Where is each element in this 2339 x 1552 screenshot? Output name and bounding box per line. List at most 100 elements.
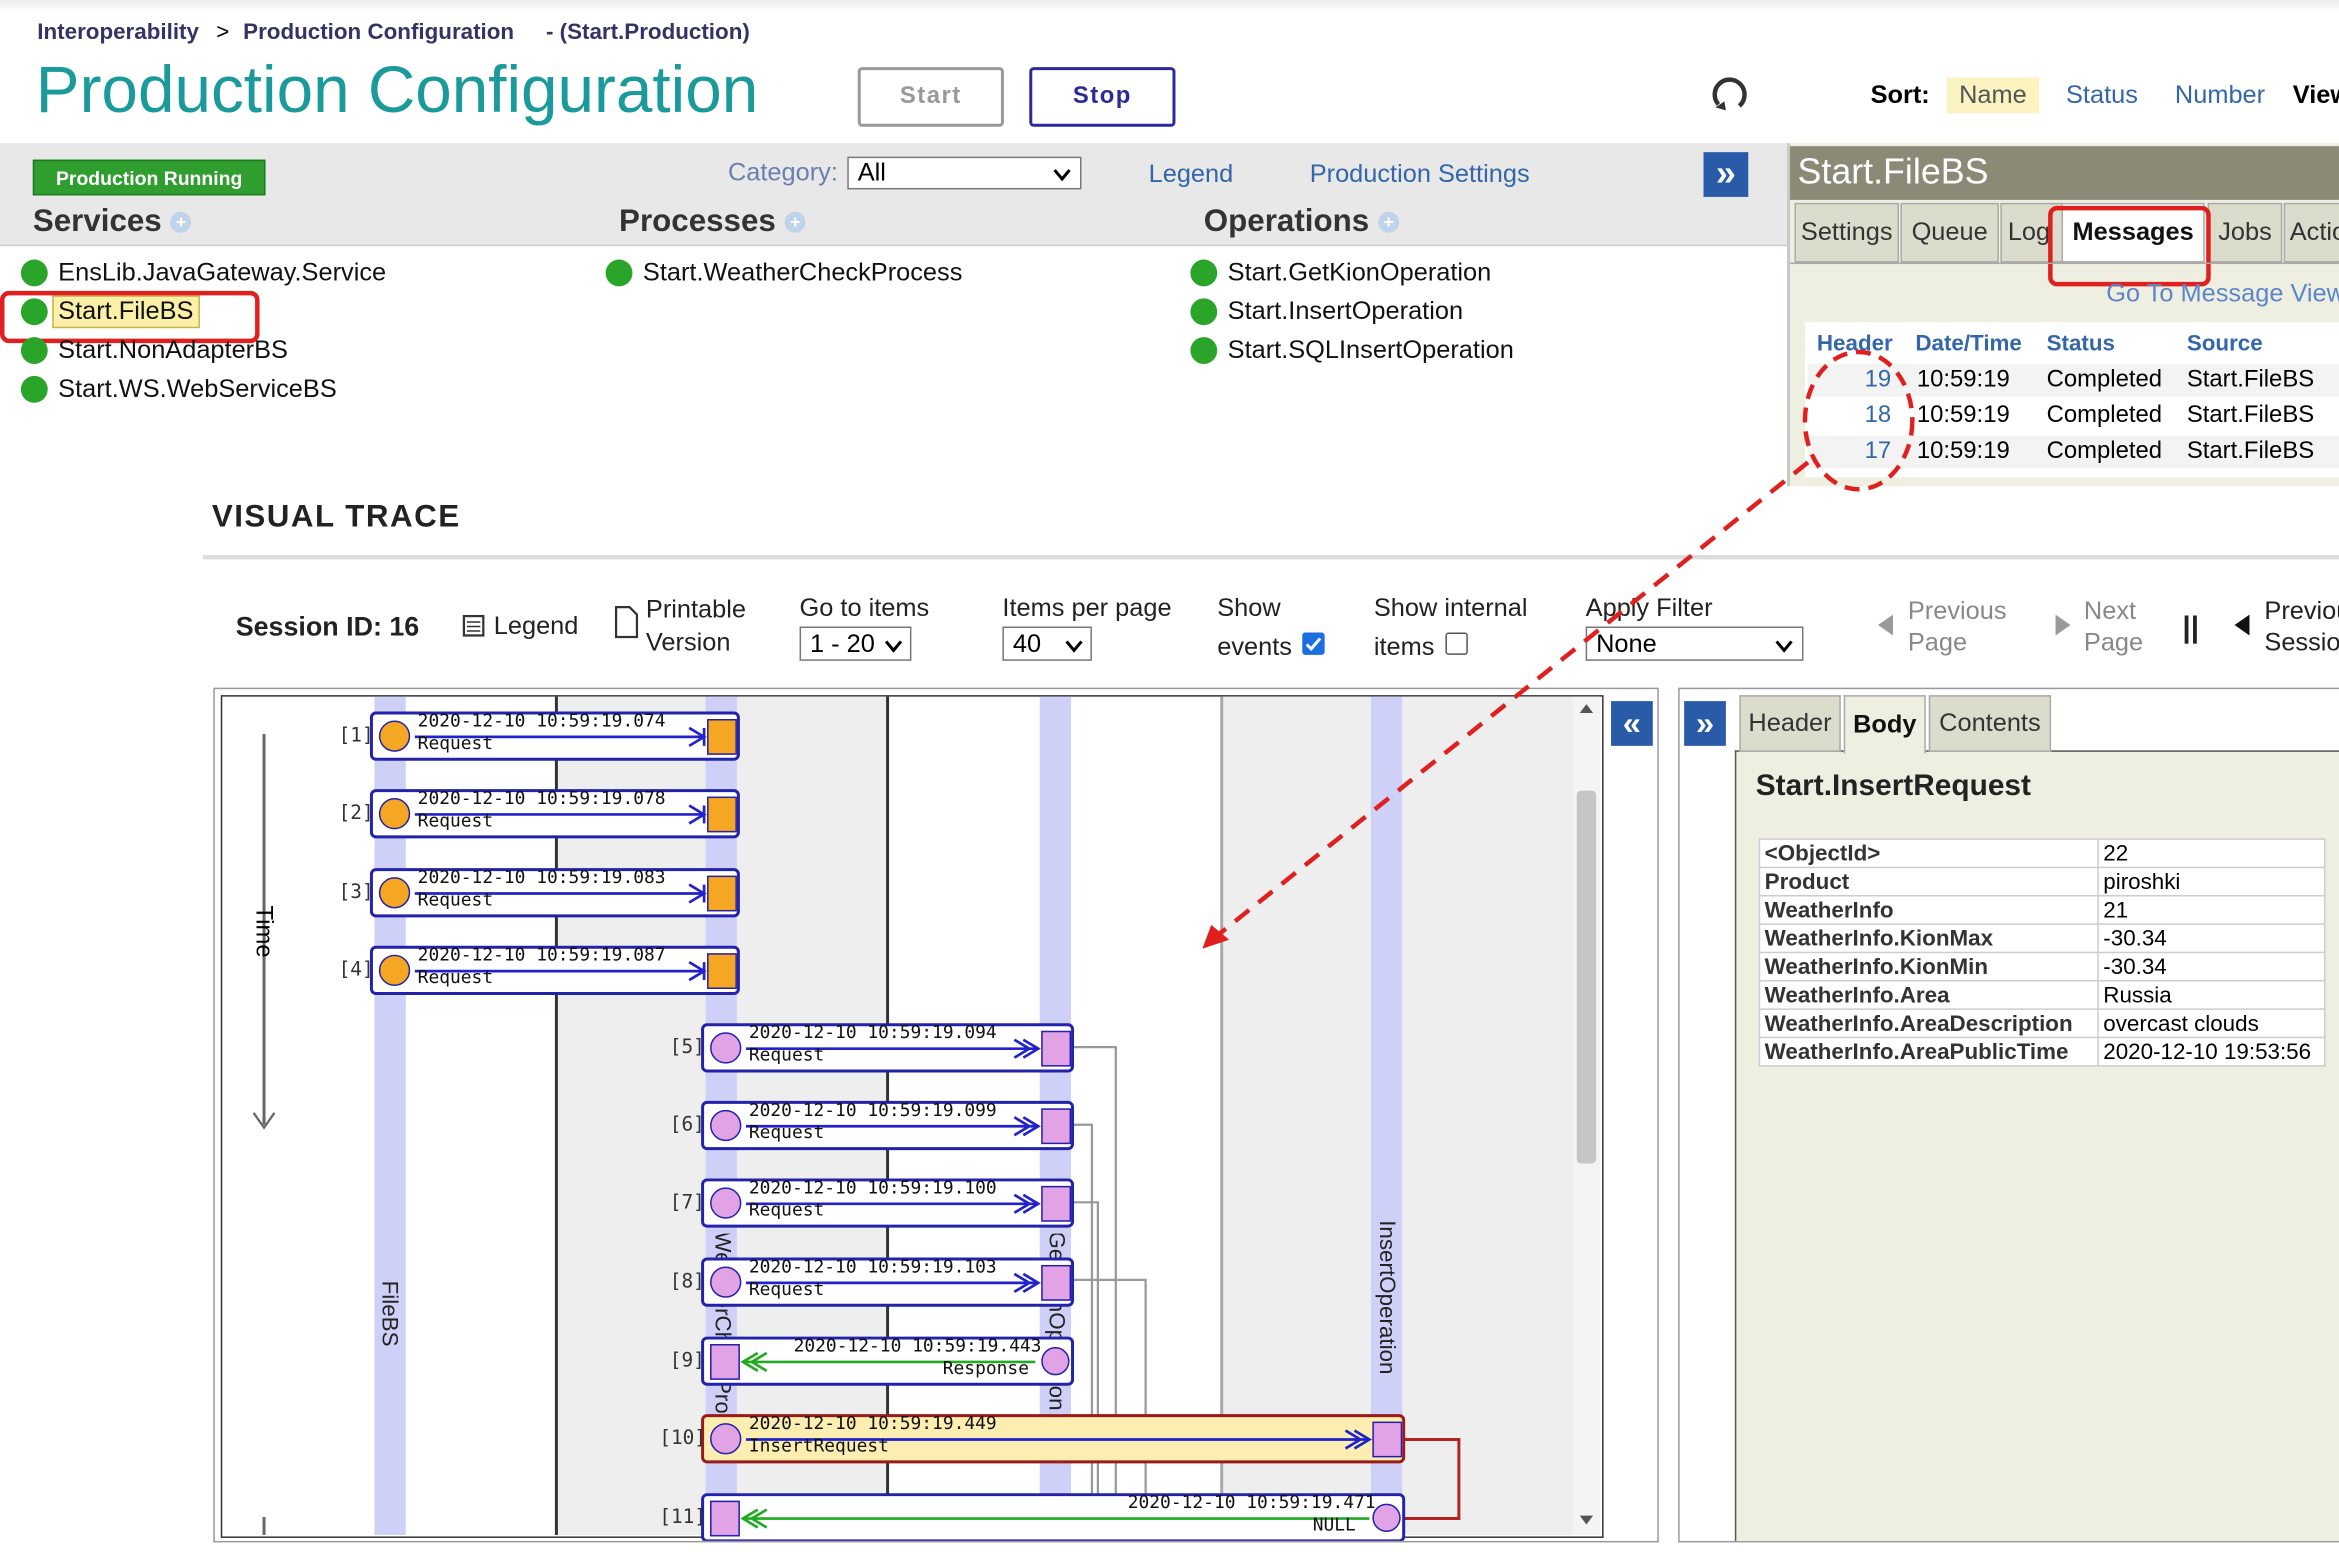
field-value: 2020-12-10 19:53:56 (2097, 1036, 2326, 1067)
category-select[interactable]: All (847, 156, 1082, 190)
highlight-box (0, 290, 260, 344)
message-time: 2020-12-10 10:59:19.103 (748, 1256, 997, 1277)
source-node-icon (1372, 1503, 1401, 1532)
col-source[interactable]: Source (2186, 331, 2263, 357)
tab-settings[interactable]: Settings (1794, 202, 1899, 263)
operation-item[interactable]: Start.GetKionOperation (1227, 258, 1492, 287)
previous-page-line1[interactable]: Previous (1907, 596, 2007, 626)
row-id[interactable]: 19 (1864, 366, 1892, 393)
add-operation-icon[interactable]: + (1378, 212, 1400, 234)
scroll-down-icon[interactable] (1578, 1513, 1594, 1528)
target-node-icon (1041, 1264, 1072, 1301)
check-icon (1305, 637, 1322, 652)
trace-message[interactable]: 2020-12-10 10:59:19.103 Request (701, 1256, 1075, 1307)
service-item[interactable]: Start.WS.WebServiceBS (58, 374, 337, 403)
previous-page-line2[interactable]: Page (1907, 628, 1968, 657)
printable-icon[interactable] (614, 606, 639, 639)
show-events-checkbox[interactable] (1302, 632, 1325, 655)
next-page-line2[interactable]: Page (2083, 628, 2144, 657)
message-number: [4] (338, 959, 374, 982)
start-button[interactable]: Start (857, 67, 1004, 127)
col-header[interactable]: Header (1816, 331, 1893, 357)
trace-message[interactable]: 2020-12-10 10:59:19.074 Request (369, 710, 740, 761)
time-axis-line (262, 733, 265, 1125)
message-number: [2] (338, 802, 374, 825)
stop-button[interactable]: Stop (1029, 67, 1176, 127)
target-node-icon (710, 1500, 740, 1537)
sort-status[interactable]: Status (2066, 80, 2138, 109)
message-time: 2020-12-10 10:59:19.449 (748, 1412, 997, 1434)
row-time: 10:59:19 (1916, 438, 2010, 464)
tab-header[interactable]: Header (1739, 695, 1841, 752)
scrollbar-thumb[interactable] (1576, 790, 1597, 1164)
add-service-icon[interactable]: + (170, 212, 192, 234)
tab-actions[interactable]: Actions (2283, 202, 2339, 263)
breadcrumb-root[interactable]: Interoperability (37, 19, 199, 45)
row-id[interactable]: 18 (1864, 402, 1892, 429)
scroll-up-icon[interactable] (1578, 701, 1594, 716)
target-node-icon (1041, 1108, 1072, 1145)
goto-select[interactable]: 1 - 20 (799, 626, 912, 661)
breadcrumb-page[interactable]: Production Configuration (243, 19, 515, 45)
col-datetime[interactable]: Date/Time (1915, 331, 2022, 357)
next-page-icon[interactable] (2053, 613, 2074, 637)
field-row: <ObjectId>22 (1758, 838, 2326, 869)
expand-panel-button[interactable]: » (1703, 152, 1749, 197)
printable-link-line2[interactable]: Version (645, 628, 731, 657)
next-page-line1[interactable]: Next (2083, 596, 2137, 626)
field-key: WeatherInfo.Area (1758, 980, 2099, 1010)
row-id[interactable]: 17 (1864, 438, 1892, 464)
collapse-trace-button[interactable]: « (1611, 701, 1653, 746)
tab-body[interactable]: Body (1843, 695, 1926, 754)
sort-name[interactable]: Name (1946, 77, 2040, 114)
legend-link[interactable]: Legend (1148, 159, 1234, 188)
expand-detail-button[interactable]: » (1684, 701, 1726, 746)
session-id: Session ID: 16 (235, 611, 420, 642)
trace-message-response[interactable]: 2020-12-10 10:59:19.443 Response (701, 1335, 1075, 1386)
pause-icon[interactable]: || (2182, 611, 2200, 645)
field-key: WeatherInfo (1758, 895, 2099, 925)
process-item[interactable]: Start.WeatherCheckProcess (642, 258, 963, 287)
printable-link-line1[interactable]: Printable (645, 595, 747, 624)
service-item-selected[interactable]: Start.FileBS (52, 295, 200, 329)
previous-session-line1[interactable]: Previous (2264, 596, 2339, 626)
service-item[interactable]: EnsLib.JavaGateway.Service (58, 258, 387, 287)
row-source: Start.FileBS (2186, 366, 2315, 393)
refresh-icon[interactable] (1709, 75, 1751, 114)
row-status: Completed (2046, 402, 2163, 429)
source-node-icon (710, 1032, 742, 1064)
service-item[interactable]: Start.NonAdapterBS (58, 335, 288, 364)
tab-messages[interactable]: Messages (2061, 202, 2205, 263)
operation-item[interactable]: Start.SQLInsertOperation (1227, 335, 1514, 364)
chevron-down-icon (884, 640, 903, 653)
trace-message[interactable]: 2020-12-10 10:59:19.083 Request (369, 867, 740, 918)
col-status[interactable]: Status (2046, 331, 2115, 357)
trace-message[interactable]: 2020-12-10 10:59:19.100 Request (701, 1177, 1075, 1228)
production-settings-link[interactable]: Production Settings (1309, 159, 1530, 188)
arrow-left-icon (740, 1508, 1370, 1529)
previous-page-icon[interactable] (1875, 613, 1896, 637)
legend-icon[interactable] (462, 614, 485, 637)
tab-contents[interactable]: Contents (1928, 695, 2052, 752)
trace-legend-link[interactable]: Legend (493, 611, 579, 640)
services-column: Services+ (33, 204, 192, 240)
previous-session-icon[interactable] (2232, 613, 2253, 637)
trace-message-selected[interactable]: 2020-12-10 10:59:19.449 InsertRequest (701, 1412, 1406, 1464)
add-process-icon[interactable]: + (784, 212, 806, 234)
processes-column: Processes+ (619, 204, 806, 240)
tab-queue[interactable]: Queue (1900, 202, 1999, 263)
trace-message-response[interactable]: 2020-12-10 10:59:19.471 NULL (701, 1492, 1406, 1541)
trace-message[interactable]: 2020-12-10 10:59:19.094 Request (701, 1022, 1075, 1073)
filter-select[interactable]: None (1585, 626, 1804, 661)
sort-number[interactable]: Number (2174, 80, 2266, 109)
goto-message-viewer-link[interactable]: Go To Message Viewer (2106, 278, 2339, 308)
operation-item[interactable]: Start.InsertOperation (1227, 296, 1464, 326)
per-page-select[interactable]: 40 (1002, 626, 1092, 661)
previous-session-line2[interactable]: Session (2264, 628, 2339, 657)
show-internal-checkbox[interactable] (1445, 632, 1468, 655)
target-node-icon (1372, 1421, 1403, 1458)
tab-jobs[interactable]: Jobs (2207, 202, 2283, 263)
trace-message[interactable]: 2020-12-10 10:59:19.087 Request (369, 944, 740, 995)
trace-message[interactable]: 2020-12-10 10:59:19.099 Request (701, 1099, 1075, 1151)
trace-message[interactable]: 2020-12-10 10:59:19.078 Request (369, 788, 740, 839)
